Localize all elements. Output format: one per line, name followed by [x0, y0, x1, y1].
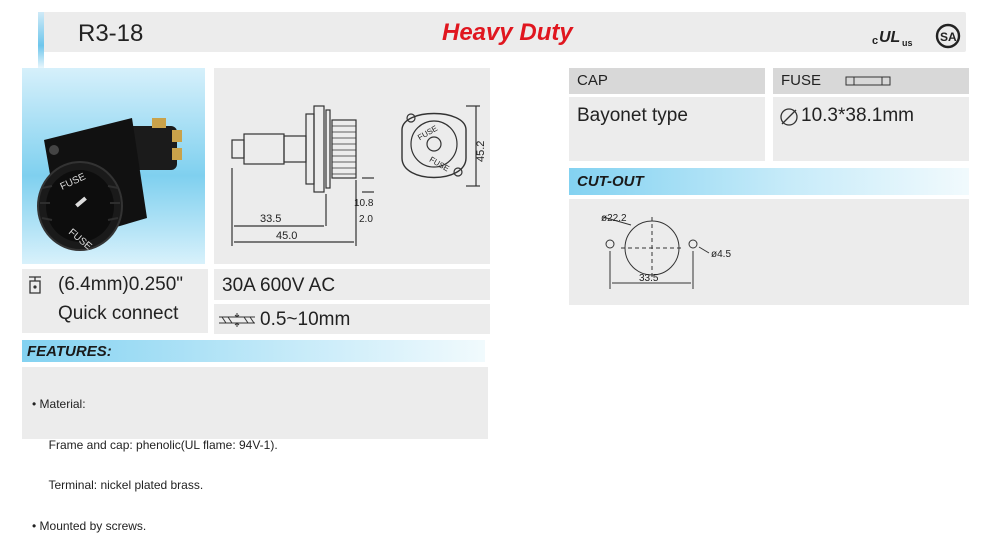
terminal-type: Quick connect	[58, 303, 179, 324]
svg-text:us: us	[902, 38, 913, 48]
svg-text:10.8: 10.8	[354, 198, 374, 209]
svg-text:2.0: 2.0	[359, 214, 373, 225]
diameter-icon	[780, 108, 798, 126]
cutout-drawing: ø22.2 ø4.5 33.5	[569, 199, 969, 305]
certification-logos: c UL us SA	[872, 23, 961, 49]
wire-gauge-icon	[219, 313, 255, 327]
features-item: • Material:	[32, 397, 86, 411]
svg-text:c: c	[872, 35, 878, 47]
ul-listed-icon: c UL us	[872, 29, 913, 48]
product-photo: FUSE FUSE	[22, 68, 205, 264]
dimension-drawing: 33.5 45.0 10.8 2.0 45.2 FUSE FUSE	[214, 68, 490, 264]
title-accent-bar	[38, 12, 44, 68]
cutout-header: CUT-OUT	[569, 168, 969, 195]
wire-range-spec: 0.5~10mm	[214, 304, 490, 334]
rating-spec: 30A 600V AC	[214, 269, 490, 300]
terminal-spec: (6.4mm)0.250" Quick connect	[22, 269, 208, 333]
rating-value: 30A 600V AC	[222, 275, 336, 296]
svg-text:UL: UL	[879, 29, 900, 46]
fuse-holder-photo-icon: FUSE FUSE	[37, 118, 182, 253]
svg-text:33.5: 33.5	[260, 213, 281, 225]
features-item: Frame and cap: phenolic(UL flame: 94V-1)…	[32, 437, 278, 452]
wire-range-value: 0.5~10mm	[260, 309, 351, 330]
svg-text:45.2: 45.2	[475, 141, 487, 162]
fuse-value: 10.3*38.1mm	[801, 105, 915, 126]
tagline: Heavy Duty	[442, 19, 573, 46]
features-item: • Mounted by screws.	[32, 518, 147, 533]
features-list: • Material: Frame and cap: phenolic(UL f…	[22, 367, 488, 532]
cap-header-label: CAP	[577, 72, 608, 89]
fuse-cartridge-icon	[845, 76, 891, 86]
title-bar	[38, 12, 966, 52]
fuse-header: FUSE	[773, 68, 969, 94]
svg-text:ø4.5: ø4.5	[711, 249, 731, 260]
cutout-title: CUT-OUT	[577, 173, 644, 190]
side-view-drawing-icon: 33.5 45.0 10.8 2.0 45.2 FUSE FUSE	[231, 105, 487, 246]
terminal-size: (6.4mm)0.250"	[58, 274, 184, 295]
svg-text:SA: SA	[940, 30, 957, 44]
svg-text:33.5: 33.5	[639, 273, 659, 284]
cap-value-box: Bayonet type	[569, 97, 765, 161]
svg-text:FUSE: FUSE	[428, 155, 451, 173]
features-header: FEATURES:	[22, 340, 485, 362]
features-item: Terminal: nickel plated brass.	[32, 478, 204, 492]
svg-text:ø22.2: ø22.2	[601, 213, 627, 224]
cap-value: Bayonet type	[577, 105, 688, 126]
csa-logo-icon: SA	[935, 23, 961, 49]
fuse-header-label: FUSE	[781, 72, 822, 89]
svg-text:45.0: 45.0	[276, 230, 297, 242]
quick-connect-terminal-icon	[29, 276, 41, 294]
panel-cutout-icon: ø22.2 ø4.5 33.5	[601, 213, 731, 289]
features-title: FEATURES:	[27, 343, 112, 360]
fuse-value-box: 10.3*38.1mm	[773, 97, 969, 161]
cap-header: CAP	[569, 68, 765, 94]
model-number: R3-18	[78, 20, 144, 47]
